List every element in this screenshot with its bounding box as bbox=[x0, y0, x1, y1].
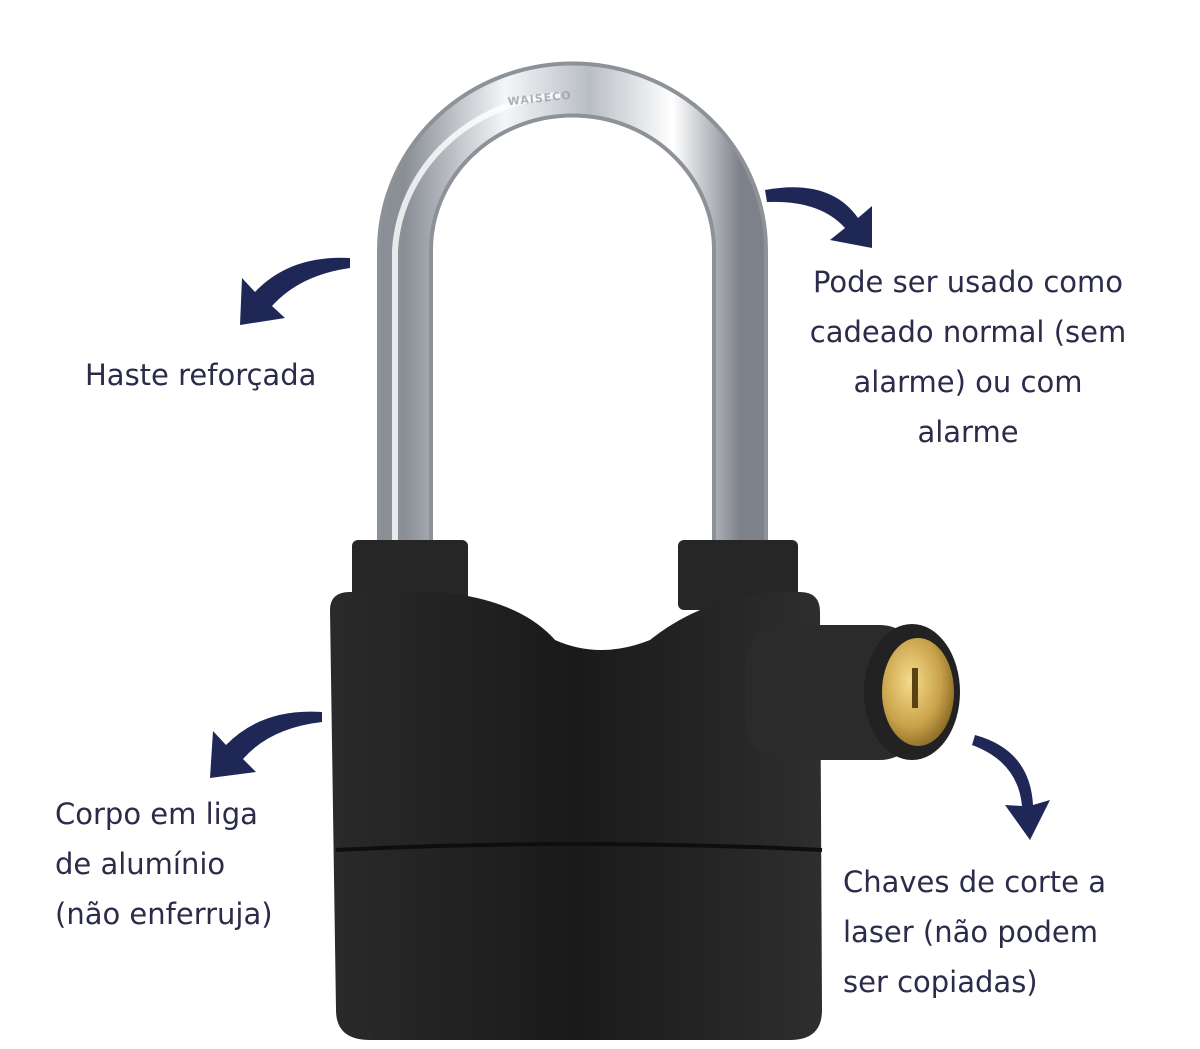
annotation-line: alarme) ou com bbox=[853, 365, 1083, 399]
annotation-line: ser copiadas) bbox=[843, 965, 1038, 999]
arrow-icon-body bbox=[210, 711, 322, 778]
annotation-line: Pode ser usado como bbox=[812, 265, 1124, 299]
annotation-line: de alumínio bbox=[55, 847, 226, 881]
lock-body bbox=[330, 592, 822, 1040]
annotation-line: laser (não podem bbox=[843, 915, 1098, 949]
shackle: WAISECO bbox=[377, 61, 768, 560]
annotation-line: (não enferruja) bbox=[55, 897, 273, 931]
annotation-line: cadeado normal (sem bbox=[809, 315, 1127, 349]
annotation-shackle: Haste reforçada bbox=[85, 350, 316, 400]
annotation-body: Corpo em liga de alumínio (não enferruja… bbox=[55, 789, 273, 939]
annotation-line: alarme bbox=[917, 415, 1019, 449]
annotation-keys: Chaves de corte a laser (não podem ser c… bbox=[843, 857, 1106, 1007]
annotation-arrows bbox=[210, 187, 1050, 840]
arrow-icon-alarm bbox=[765, 187, 872, 248]
key-cylinder bbox=[745, 624, 960, 760]
annotation-line: Chaves de corte a bbox=[843, 865, 1107, 899]
annotation-line: Corpo em liga bbox=[55, 797, 258, 831]
annotation-alarm-mode: Pode ser usado como cadeado normal (sem … bbox=[768, 257, 1168, 457]
arrow-icon-keys bbox=[972, 735, 1050, 840]
annotation-line: Haste reforçada bbox=[85, 358, 317, 392]
arrow-icon-shackle bbox=[240, 257, 350, 325]
